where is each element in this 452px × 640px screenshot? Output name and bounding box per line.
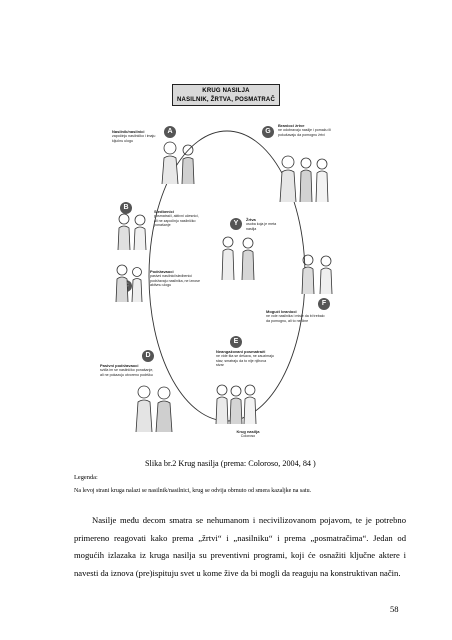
- stage-a-title: Nasilnik/nasilnici: [112, 129, 145, 134]
- stage-g-badge: G: [262, 126, 274, 138]
- kids-illustration-d: [135, 385, 173, 433]
- paragraph-text: Nasilje među decom smatra se nehumanom i…: [74, 515, 406, 578]
- stage-y-text: Žrtva osoba koja je meta nasilja: [246, 217, 286, 231]
- stage-c-text: Podržavaoci pasivni nasilnici/sledbenici…: [150, 269, 202, 288]
- stage-a-badge: A: [164, 126, 176, 138]
- bullying-circle-figure: KRUG NASILJA NASILNIK, ŽRTVA, POSMATRAČ …: [100, 84, 346, 456]
- stage-b-title: Sledbenici: [154, 209, 175, 214]
- stage-g-desc: ne odobravaju nasilje i pomažu ili pokuš…: [278, 128, 331, 137]
- stage-f-title: Mogući branioci: [266, 309, 297, 314]
- stage-y-title: Žrtva: [246, 217, 256, 222]
- figure-caption: Slika br.2 Krug nasilja (prema: Coloroso…: [145, 459, 316, 468]
- stage-f-text: Mogući branioci ne vole nasilnika i misl…: [266, 309, 326, 323]
- stage-b-desc: posmatrači, aktivni učesnici, ali ne zap…: [154, 214, 199, 228]
- legend-text: Na levoj strani kruga nalazi se nasilnik…: [74, 488, 312, 494]
- stage-a-text: Nasilnik/nasilnici započinju nasilničko …: [112, 129, 160, 143]
- stage-e-title: Neangažovani posmatrači: [216, 349, 266, 354]
- stage-g-text: Branioci žrtve ne odobravaju nasilje i p…: [278, 123, 342, 137]
- stage-c-desc: pasivni nasilnici/sledbenici podržavaju …: [150, 274, 200, 288]
- stage-f-desc: ne vole nasilnika i misle da bi trebalo …: [266, 314, 325, 323]
- circle-bottom-label: Krug nasilja Coloroso: [218, 429, 278, 439]
- stage-b-text: Sledbenici posmatrači, aktivni učesnici,…: [154, 209, 200, 228]
- stage-c-title: Podržavaoci: [150, 269, 174, 274]
- kids-illustration-b: [117, 213, 147, 251]
- kids-illustration-g: [279, 155, 329, 203]
- circle-bottom-title: Krug nasilja: [236, 429, 260, 434]
- stage-b-badge: B: [120, 202, 132, 214]
- stage-y-desc: osoba koja je meta nasilja: [246, 222, 277, 231]
- stage-f-badge: F: [318, 298, 330, 310]
- stage-g-title: Branioci žrtve: [278, 123, 305, 128]
- figure-title-line-2: NASILNIK, ŽRTVA, POSMATRAČ: [177, 97, 275, 103]
- legend-label: Legenda:: [74, 474, 98, 481]
- stage-d-title: Pasivni podržavaoci: [100, 363, 139, 368]
- kids-illustration-f: [301, 254, 333, 295]
- stage-e-desc: ne vide šta se dešava, ne zauzimaju stav…: [216, 354, 274, 368]
- body-paragraph: Nasilje među decom smatra se nehumanom i…: [74, 512, 406, 582]
- stage-d-desc: sviđa im se nasilničko ponašanje, ali ne…: [100, 368, 154, 377]
- stage-a-desc: započinju nasilničko i imaju ključnu ulo…: [112, 134, 156, 143]
- stage-e-badge: E: [230, 336, 242, 348]
- figure-title-box: KRUG NASILJA NASILNIK, ŽRTVA, POSMATRAČ: [172, 84, 280, 106]
- figure-title-line-1: KRUG NASILJA: [202, 88, 250, 94]
- kids-illustration-e: [215, 384, 257, 425]
- stage-d-text: Pasivni podržavaoci sviđa im se nasilnič…: [100, 363, 154, 377]
- stage-e-text: Neangažovani posmatrači ne vide šta se d…: [216, 349, 274, 368]
- kids-illustration-a: [161, 141, 195, 185]
- stage-d-badge: D: [142, 350, 154, 362]
- stage-y-badge: Y: [230, 218, 242, 230]
- circle-bottom-sub: Coloroso: [240, 434, 256, 439]
- kids-illustration-c: [115, 264, 143, 303]
- kids-illustration-victim: [221, 236, 255, 281]
- page-number: 58: [390, 604, 399, 614]
